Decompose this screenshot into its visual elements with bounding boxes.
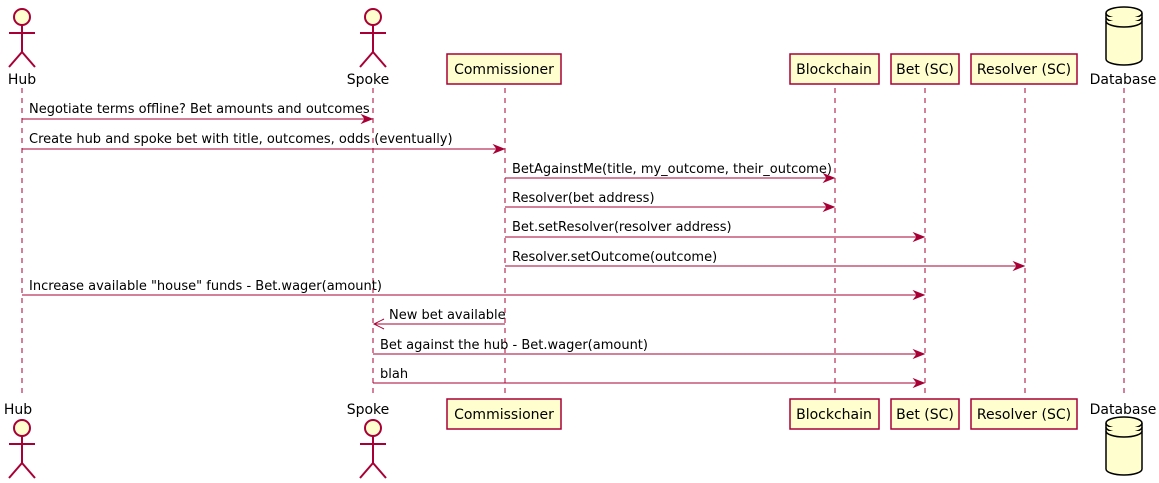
message-3: BetAgainstMe(title, my_outcome, their_ou… [505,162,836,184]
svg-text:Bet (SC): Bet (SC) [896,62,954,78]
hub-actor-icon-top [8,8,36,68]
participant-commissioner-bottom: Commissioner [446,398,562,430]
svg-text:Resolver.setOutcome(outcome): Resolver.setOutcome(outcome) [512,250,717,265]
svg-text:Negotiate terms offline? Bet a: Negotiate terms offline? Bet amounts and… [29,102,370,117]
svg-text:Bet.setResolver(resolver addre: Bet.setResolver(resolver address) [512,220,732,235]
participant-blockchain-top: Blockchain [789,53,880,85]
hub-actor-icon-bottom [8,419,36,479]
message-9: Bet against the hub - Bet.wager(amount) [373,338,926,360]
message-6: Resolver.setOutcome(outcome) [505,250,1026,272]
participant-database-bottom: Database [1090,402,1157,418]
svg-text:Resolver (SC): Resolver (SC) [977,62,1071,78]
svg-text:Create hub and spoke bet with: Create hub and spoke bet with title, out… [29,132,453,147]
message-5: Bet.setResolver(resolver address) [505,220,926,243]
svg-text:Resolver (SC): Resolver (SC) [977,407,1071,423]
svg-text:Commissioner: Commissioner [454,62,554,78]
message-10: blah [373,367,926,389]
participant-hub-top: Hub [8,72,36,88]
svg-text:BetAgainstMe(title, my_outcome: BetAgainstMe(title, my_outcome, their_ou… [512,162,832,177]
svg-text:Blockchain: Blockchain [796,62,872,78]
participant-commissioner-top: Commissioner [446,53,562,85]
message-1: Negotiate terms offline? Bet amounts and… [22,102,374,125]
message-8: New bet available [372,308,506,330]
database-icon-bottom [1105,416,1143,476]
participant-spoke-top: Spoke [347,72,390,88]
participant-spoke-bottom: Spoke [347,402,390,418]
svg-text:Bet (SC): Bet (SC) [896,407,954,423]
participant-blockchain-bottom: Blockchain [789,398,880,430]
svg-text:Resolver(bet address): Resolver(bet address) [512,191,655,206]
svg-text:blah: blah [380,367,408,382]
svg-text:Bet against the hub - Bet.wage: Bet against the hub - Bet.wager(amount) [380,338,648,353]
participant-resolver-bottom: Resolver (SC) [970,398,1078,430]
participant-resolver-top: Resolver (SC) [970,53,1078,85]
participant-hub-bottom: Hub [4,402,32,418]
message-4: Resolver(bet address) [505,191,836,213]
spoke-actor-icon-bottom [359,419,387,479]
spoke-actor-icon-top [359,8,387,68]
participant-bet-bottom: Bet (SC) [890,398,960,430]
participant-database-top: Database [1090,72,1157,88]
svg-text:Increase available "house" fun: Increase available "house" funds - Bet.w… [29,279,382,294]
database-icon-top [1105,6,1143,66]
participant-bet-top: Bet (SC) [890,53,960,85]
message-7: Increase available "house" funds - Bet.w… [22,279,926,301]
message-2: Create hub and spoke bet with title, out… [22,132,506,155]
svg-text:Commissioner: Commissioner [454,407,554,423]
svg-text:New bet available: New bet available [389,308,506,323]
svg-text:Blockchain: Blockchain [796,407,872,423]
